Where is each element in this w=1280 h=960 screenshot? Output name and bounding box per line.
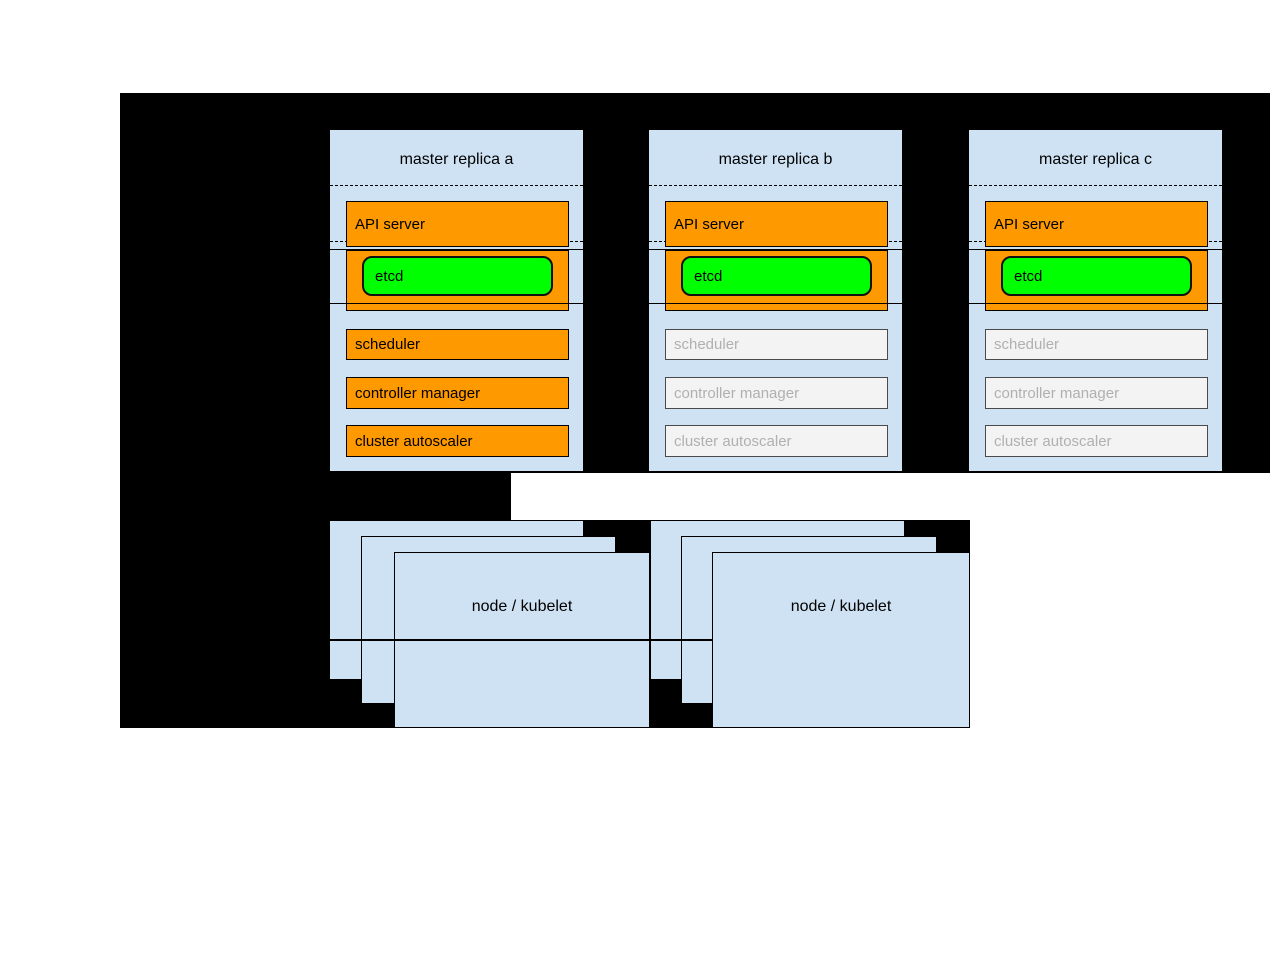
zone-dashed-line	[969, 185, 1222, 186]
diagram-background-patch	[936, 536, 970, 553]
node-label: node / kubelet	[471, 598, 573, 615]
api-server-box: API server	[346, 201, 569, 247]
etcd-box: etcd	[681, 256, 872, 296]
cluster-autoscaler-box: cluster autoscaler	[665, 425, 888, 457]
master-title: master replica c	[1039, 151, 1152, 168]
scheduler-label: scheduler	[674, 336, 740, 353]
controller-manager-box: controller manager	[665, 377, 888, 409]
zone-solid-line	[649, 303, 902, 304]
diagram-background-patch	[649, 680, 682, 728]
zone-solid-line	[330, 303, 583, 304]
diagram-background-patch	[904, 520, 970, 537]
node-box-front: node / kubelet	[712, 552, 970, 728]
scheduler-label: scheduler	[355, 336, 421, 353]
cluster-autoscaler-label: cluster autoscaler	[994, 432, 1112, 450]
node-label: node / kubelet	[790, 598, 892, 615]
controller-manager-box: controller manager	[346, 377, 569, 409]
api-server-label: API server	[674, 215, 745, 233]
zone-solid-line	[330, 249, 583, 250]
master-title: master replica a	[399, 151, 514, 168]
controller-manager-label: controller manager	[994, 384, 1120, 402]
master-replica-b-box: master replica b API server etcd schedul…	[648, 129, 903, 472]
cluster-autoscaler-box: cluster autoscaler	[346, 425, 569, 457]
controller-manager-label: controller manager	[674, 384, 800, 402]
master-title: master replica b	[718, 151, 833, 168]
etcd-box: etcd	[362, 256, 553, 296]
etcd-label: etcd	[1014, 267, 1043, 285]
diagram-background-patch	[615, 536, 651, 553]
zone-solid-line	[969, 249, 1222, 250]
diagram-background-patch	[583, 520, 651, 537]
zone-dashed-line	[649, 185, 902, 186]
api-server-box: API server	[985, 201, 1208, 247]
scheduler-box: scheduler	[346, 329, 569, 360]
zone-dashed-line	[330, 185, 583, 186]
zone-solid-line	[649, 249, 902, 250]
scheduler-label: scheduler	[994, 336, 1060, 353]
zone-solid-line	[969, 303, 1222, 304]
cluster-autoscaler-label: cluster autoscaler	[674, 432, 792, 450]
cluster-autoscaler-label: cluster autoscaler	[355, 432, 473, 450]
zone-divider-line	[329, 639, 712, 641]
controller-manager-label: controller manager	[355, 384, 481, 402]
etcd-label: etcd	[375, 267, 404, 285]
etcd-box: etcd	[1001, 256, 1192, 296]
scheduler-box: scheduler	[985, 329, 1208, 360]
etcd-label: etcd	[694, 267, 723, 285]
master-replica-a-box: master replica a API server etcd schedul…	[329, 129, 584, 472]
scheduler-box: scheduler	[665, 329, 888, 360]
diagram-background-patch	[681, 704, 713, 728]
api-server-label: API server	[355, 215, 426, 233]
api-server-label: API server	[994, 215, 1065, 233]
api-server-box: API server	[665, 201, 888, 247]
master-replica-c-box: master replica c API server etcd schedul…	[968, 129, 1223, 472]
controller-manager-box: controller manager	[985, 377, 1208, 409]
cluster-autoscaler-box: cluster autoscaler	[985, 425, 1208, 457]
